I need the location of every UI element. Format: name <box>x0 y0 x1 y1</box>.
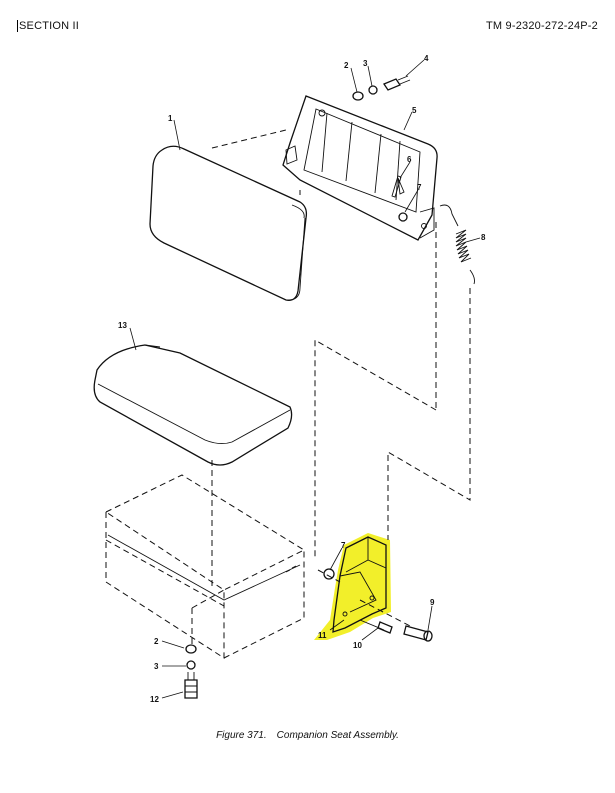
callout-numbers: 1 2 3 4 5 6 7 8 13 7 9 10 11 2 3 12 <box>118 54 486 704</box>
callout-11: 11 <box>318 631 327 640</box>
figure-caption: Figure 371. Companion Seat Assembly. <box>0 730 615 741</box>
seat-cushion <box>93 344 293 466</box>
bottom-hardware <box>184 644 198 699</box>
assembly-lines <box>191 129 471 645</box>
callout-leaders <box>129 59 481 699</box>
seat-back-frame <box>282 95 438 241</box>
callout-2-top: 2 <box>344 61 349 70</box>
top-hardware <box>352 75 411 101</box>
seat-back-cushion <box>149 145 308 301</box>
seat-box <box>104 474 306 659</box>
callout-5: 5 <box>412 106 417 115</box>
spring <box>439 204 475 285</box>
callout-3-bottom: 3 <box>154 662 159 671</box>
callout-9: 9 <box>430 598 435 607</box>
callout-7-bracket: 7 <box>341 541 346 550</box>
pin-and-washer <box>391 175 408 222</box>
callout-6: 6 <box>407 155 412 164</box>
tm-number: TM 9-2320-272-24P-2 <box>485 20 598 32</box>
callout-1: 1 <box>168 114 173 123</box>
callout-12: 12 <box>150 695 159 704</box>
bracket-hardware <box>323 568 433 642</box>
seat-bracket <box>332 536 387 633</box>
callout-7-top: 7 <box>417 183 422 192</box>
figure-number: Figure 371. <box>216 730 267 741</box>
callout-2-bottom: 2 <box>154 637 159 646</box>
callout-4: 4 <box>424 54 429 63</box>
callout-10: 10 <box>353 641 362 650</box>
section-header: SECTION II <box>17 20 80 32</box>
bracket-highlight <box>314 533 391 640</box>
figure-title: Companion Seat Assembly. <box>276 730 399 741</box>
callout-13: 13 <box>118 321 127 330</box>
callout-8: 8 <box>481 233 486 242</box>
callout-3-top: 3 <box>363 59 368 68</box>
